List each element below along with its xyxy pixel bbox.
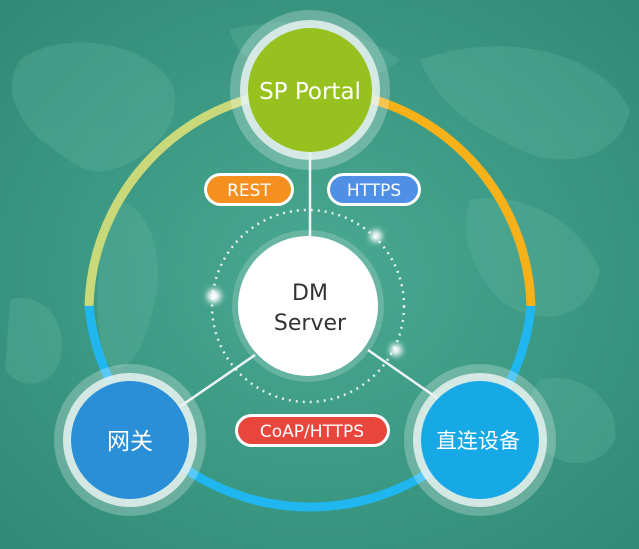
pill-coap: CoAP/HTTPS — [235, 414, 390, 447]
pill-https-fill — [330, 176, 418, 203]
connector-gateway — [174, 353, 256, 412]
pill-rest: REST — [204, 173, 294, 206]
connector-direct — [367, 348, 441, 402]
pill-coap-label: CoAP/HTTPS — [260, 422, 364, 442]
portal-node[interactable] — [248, 28, 372, 152]
connectors — [174, 150, 441, 412]
direct-label: 直连设备 — [436, 429, 520, 453]
gateway-node[interactable] — [71, 381, 189, 499]
sparkle-2 — [207, 289, 221, 303]
world-map-decoration — [5, 21, 630, 464]
center-orbit — [210, 208, 406, 404]
pill-https: HTTPS — [327, 173, 421, 206]
pill-rest-label: REST — [227, 181, 271, 201]
center-label-line1: DM — [292, 281, 328, 306]
portal-label: SP Portal — [259, 79, 361, 105]
sparkle-3 — [390, 344, 402, 356]
pill-https-label: HTTPS — [347, 181, 401, 201]
center-label-line2: Server — [274, 311, 347, 336]
sparkle-1 — [370, 230, 382, 242]
direct-node[interactable] — [421, 381, 539, 499]
pill-rest-fill — [207, 176, 291, 203]
gateway-label: 网关 — [107, 429, 153, 455]
center-node[interactable] — [238, 236, 378, 376]
pill-coap-fill — [238, 417, 387, 444]
